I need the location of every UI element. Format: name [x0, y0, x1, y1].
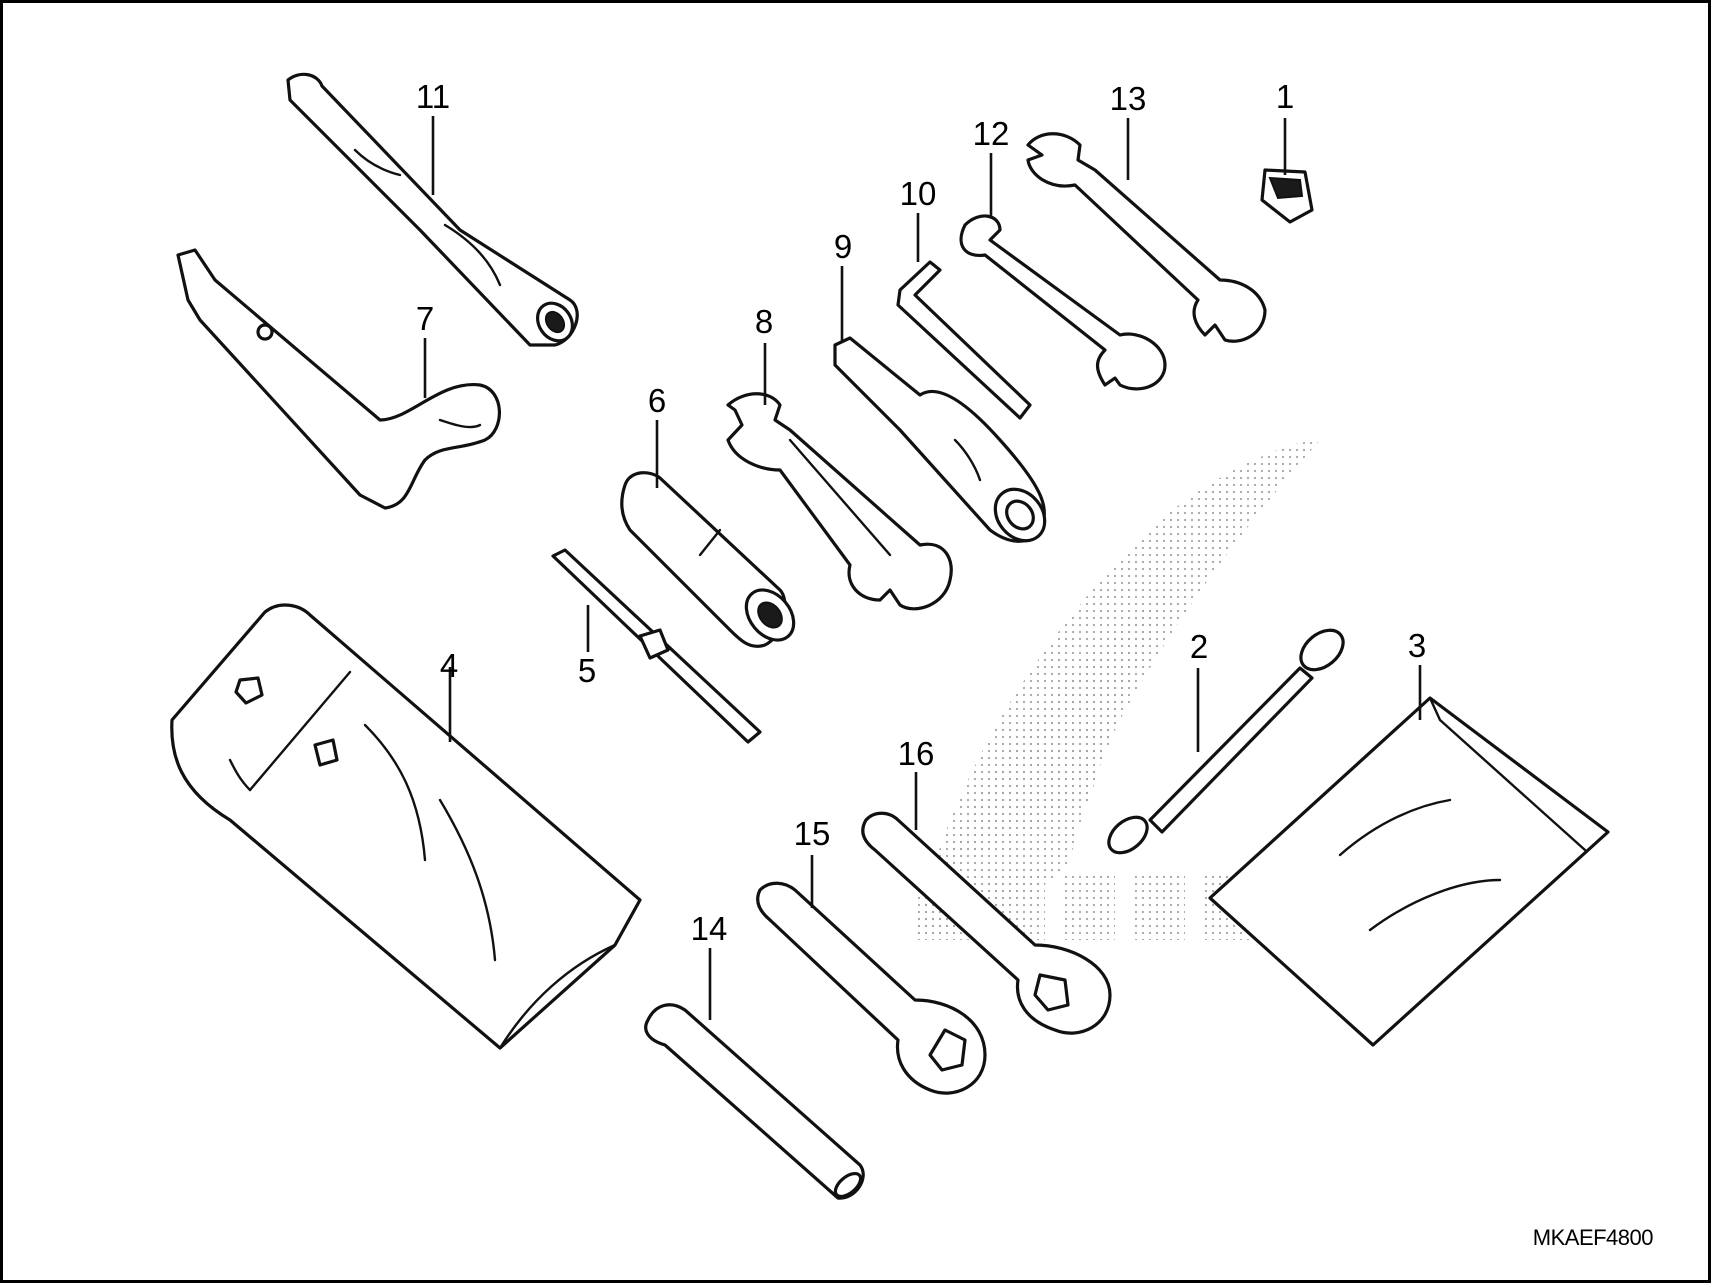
- part-14-extension-bar: [644, 1003, 865, 1200]
- callout-14: 14: [691, 910, 728, 947]
- part-10-hex-key: [896, 260, 1032, 420]
- callout-6: 6: [648, 382, 666, 419]
- part-7-pin-spanner: [176, 248, 501, 510]
- part-13-double-wrench: [1026, 132, 1267, 343]
- callout-9: 9: [834, 228, 852, 265]
- callout-16: 16: [898, 735, 935, 772]
- callout-numbers: 1 2 3 4 5 6 7 8 9 10 11 12 13 14 15 16: [416, 78, 1426, 947]
- part-3-document-bag: [1208, 696, 1610, 1047]
- callout-8: 8: [755, 303, 773, 340]
- part-11-socket-wrench: [286, 72, 579, 347]
- part-12-double-wrench: [959, 214, 1167, 391]
- callout-1: 1: [1276, 78, 1294, 115]
- part-4-tool-bag: [170, 603, 642, 1050]
- callout-11: 11: [416, 78, 450, 115]
- callout-13: 13: [1110, 80, 1147, 117]
- callout-3: 3: [1408, 627, 1426, 664]
- callout-15: 15: [794, 815, 831, 852]
- part-8-open-end-wrench: [726, 392, 953, 611]
- callout-12: 12: [973, 115, 1010, 152]
- part-5-screwdriver: [551, 548, 762, 744]
- part-6-socket: [620, 471, 796, 648]
- part-2-ring-spanner: [1107, 628, 1345, 855]
- callout-10: 10: [900, 175, 937, 212]
- callout-2: 2: [1190, 628, 1208, 665]
- callout-4: 4: [440, 647, 458, 684]
- part-15-box-wrench: [756, 881, 987, 1095]
- callout-7: 7: [416, 300, 434, 337]
- part-9-plug-socket: [833, 336, 1047, 543]
- part-1-clip: [1260, 168, 1314, 224]
- callout-5: 5: [578, 652, 596, 689]
- leader-lines: [423, 116, 1422, 1020]
- drawing-code: MKAEF4800: [1532, 1225, 1654, 1250]
- part-16-box-wrench: [861, 811, 1112, 1035]
